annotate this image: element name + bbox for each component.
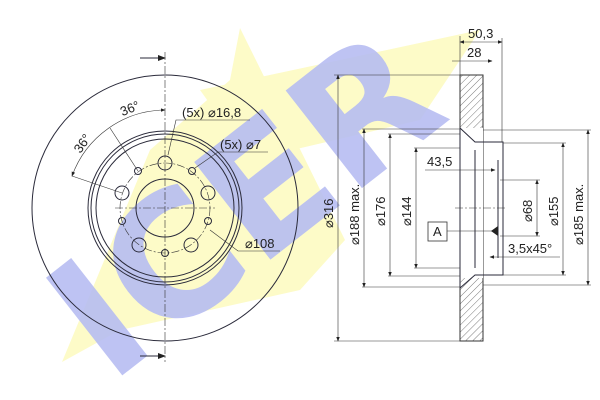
- small-hole-callout: (5x) ⌀7: [220, 137, 261, 152]
- angle-label-2: 36°: [71, 131, 95, 156]
- dim-68: ⌀68: [520, 200, 535, 222]
- pcd-callout: ⌀108: [245, 236, 275, 251]
- datum-box: [427, 221, 448, 242]
- dim-176: ⌀176: [373, 196, 388, 226]
- dim-188: ⌀188 max.: [347, 184, 362, 245]
- side-view: 50,3 28 ⌀316 ⌀188 max. ⌀176 ⌀144 43,5 A …: [321, 26, 591, 342]
- dim-185: ⌀185 max.: [571, 184, 586, 245]
- dim-144: ⌀144: [399, 196, 414, 226]
- dim-28: 28: [467, 45, 481, 60]
- dim-155: ⌀155: [546, 196, 561, 226]
- dim-316: ⌀316: [321, 198, 336, 228]
- dim-43-5: 43,5: [427, 154, 452, 169]
- disc-outer-circle: [31, 74, 299, 342]
- datum-label: A: [433, 224, 442, 239]
- front-view: 36° 36° (5x) ⌀16,8 (5x) ⌀7 ⌀108: [31, 52, 299, 362]
- dim-chamfer: 3,5x45°: [508, 241, 552, 256]
- angle-label-1: 36°: [118, 98, 142, 119]
- dim-50-3: 50,3: [468, 26, 493, 41]
- bolt-hole-callout: (5x) ⌀16,8: [182, 105, 241, 120]
